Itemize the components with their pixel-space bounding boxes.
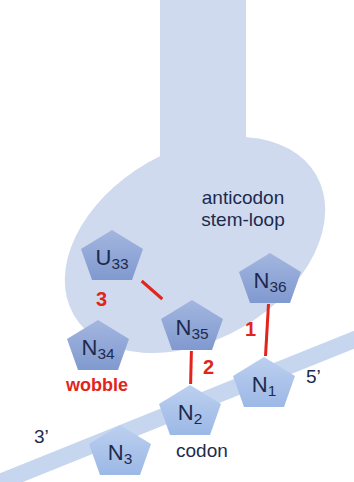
nucleotide-pentagon: N36 xyxy=(238,252,302,304)
base-letter: N xyxy=(175,315,191,340)
pentagon-shape xyxy=(89,425,151,475)
nucleotide-label: N3 xyxy=(108,434,132,467)
pair-number: 2 xyxy=(203,356,214,379)
nucleotide-label: U33 xyxy=(95,239,128,272)
anticodon-loop: anticodon stem-loopU33N36N35N34 xyxy=(55,125,335,365)
wobble-label: wobble xyxy=(66,375,128,396)
pentagon-shape xyxy=(233,357,295,407)
nucleotide-label: N34 xyxy=(81,329,114,362)
pentagon-shape xyxy=(239,253,301,303)
nucleotide-pentagon: N34 xyxy=(66,319,130,371)
pair-number: 1 xyxy=(245,318,256,341)
base-letter: U xyxy=(95,245,111,270)
loop-shape xyxy=(26,93,354,398)
position-number: 33 xyxy=(111,255,128,272)
pentagon-shape xyxy=(159,385,221,435)
base-letter: N xyxy=(253,268,269,293)
nucleotide-label: N2 xyxy=(178,394,202,427)
nucleotide-label: N1 xyxy=(252,366,276,399)
base-letter: N xyxy=(81,335,97,360)
strand-label: 5’ xyxy=(306,366,321,388)
pair-number: 3 xyxy=(96,288,107,311)
base-pair-line xyxy=(189,351,193,384)
strand-label: codon xyxy=(176,440,228,462)
position-number: 3 xyxy=(124,450,133,467)
position-number: 36 xyxy=(269,278,286,295)
nucleotide-label: N36 xyxy=(253,262,286,295)
position-number: 1 xyxy=(268,382,277,399)
base-pair-line xyxy=(266,304,269,356)
base-letter: N xyxy=(178,400,194,425)
region-label: anticodon stem-loop xyxy=(183,187,303,232)
nucleotide-pentagon: N1 xyxy=(232,356,296,408)
pentagon-shape xyxy=(81,230,143,280)
base-letter: N xyxy=(252,372,268,397)
position-number: 34 xyxy=(97,345,114,362)
strand-label: 3’ xyxy=(34,426,49,448)
nucleotide-pentagon: N2 xyxy=(158,384,222,436)
position-number: 35 xyxy=(191,325,208,342)
position-number: 2 xyxy=(194,410,203,427)
pentagon-shape xyxy=(161,300,223,350)
nucleotide-label: N35 xyxy=(175,309,208,342)
base-letter: N xyxy=(108,440,124,465)
nucleotide-pentagon: N35 xyxy=(160,299,224,351)
nucleotide-pentagon: U33 xyxy=(80,229,144,281)
codon-strand xyxy=(0,330,354,482)
pentagon-shape xyxy=(67,320,129,370)
nucleotide-pentagon: N3 xyxy=(88,424,152,476)
